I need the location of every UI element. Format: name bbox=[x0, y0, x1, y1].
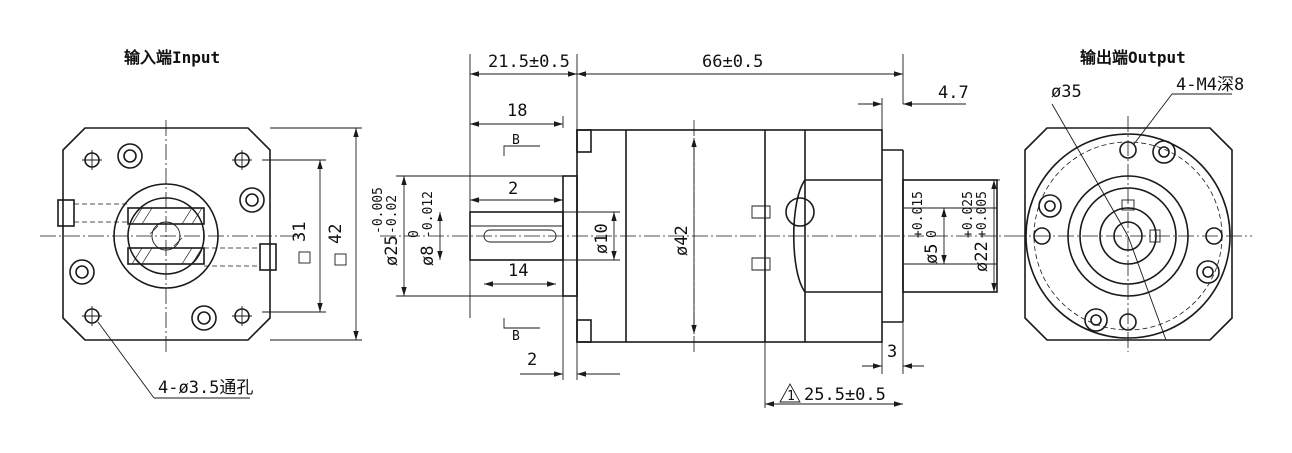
pilot-dia-label: ø25 bbox=[382, 235, 402, 266]
section-mark-bottom: B bbox=[512, 329, 520, 344]
input-coupling bbox=[113, 183, 219, 289]
pilot-tol-low: -0.02 bbox=[385, 195, 400, 234]
square-symbol-icon bbox=[298, 251, 311, 264]
keyway bbox=[483, 229, 557, 243]
output-threads-label: 4-M4深8 bbox=[1176, 75, 1244, 95]
square-symbol-icon-2 bbox=[334, 253, 347, 266]
key-width-label: ø10 bbox=[592, 223, 612, 254]
bore-tol-low: 0 bbox=[925, 230, 940, 238]
output-end-view: 输出端Output ø35 4-M4深8 bbox=[1010, 48, 1252, 352]
output-hub bbox=[902, 179, 998, 293]
side-port-icon bbox=[785, 197, 815, 227]
shaft-length-label: 18 bbox=[507, 101, 527, 121]
bolt-pitch-label: 31 bbox=[290, 222, 310, 242]
bore-dia-label: ø5 bbox=[922, 244, 942, 264]
hub-tol-up: +0.025 bbox=[961, 191, 976, 238]
revision-triangle-icon bbox=[779, 383, 801, 403]
output-title: 输出端Output bbox=[1080, 48, 1186, 67]
key-length-label: 14 bbox=[508, 261, 528, 281]
pilot-tol-up: -0.005 bbox=[371, 187, 386, 234]
input-title: 输入端Input bbox=[124, 48, 220, 67]
input-shaft bbox=[469, 211, 564, 261]
bore-tol-up: +0.015 bbox=[911, 191, 926, 238]
input-flange-outline bbox=[62, 127, 271, 341]
hub-dia-label: ø22 bbox=[972, 241, 992, 272]
square-size-label: 42 bbox=[326, 224, 346, 244]
mounting-hole-icon bbox=[82, 150, 252, 326]
shaft-tol-up: 0 bbox=[407, 230, 422, 238]
tapped-hole-icon bbox=[1033, 141, 1223, 331]
hub-tol-low: +0.005 bbox=[975, 191, 990, 238]
revision-flag: 1 bbox=[787, 389, 795, 404]
shaft-dia-label: ø8 bbox=[418, 246, 438, 266]
marked-length-label: 25.5±0.5 bbox=[804, 385, 886, 405]
body-length-label: 66±0.5 bbox=[702, 52, 763, 72]
body-dia-label: ø42 bbox=[672, 225, 692, 256]
input-end-view: 输入端Input bbox=[40, 48, 362, 399]
flange-thk-label: 2 bbox=[527, 350, 537, 370]
counterbore-screw-icon bbox=[69, 143, 265, 331]
side-view: 21.5±0.5 66±0.5 18 4.7 bbox=[371, 52, 1010, 408]
key-offset-label: 2 bbox=[508, 179, 518, 199]
flange-length-label: 21.5±0.5 bbox=[488, 52, 570, 72]
shaft-tol-low: -0.012 bbox=[421, 191, 436, 238]
output-flange-outline bbox=[1024, 127, 1233, 341]
clamp-screw-icon bbox=[57, 199, 277, 271]
bolt-circle-label: ø35 bbox=[1051, 82, 1082, 102]
section-mark-top: B bbox=[512, 133, 520, 148]
out-step-label: 3 bbox=[887, 342, 897, 362]
output-key-icon bbox=[1121, 199, 1135, 211]
cut-side-label: 4.7 bbox=[938, 83, 969, 103]
mounting-holes-label: 4-ø3.5通孔 bbox=[158, 378, 253, 398]
output-screw-icon bbox=[1038, 140, 1220, 332]
